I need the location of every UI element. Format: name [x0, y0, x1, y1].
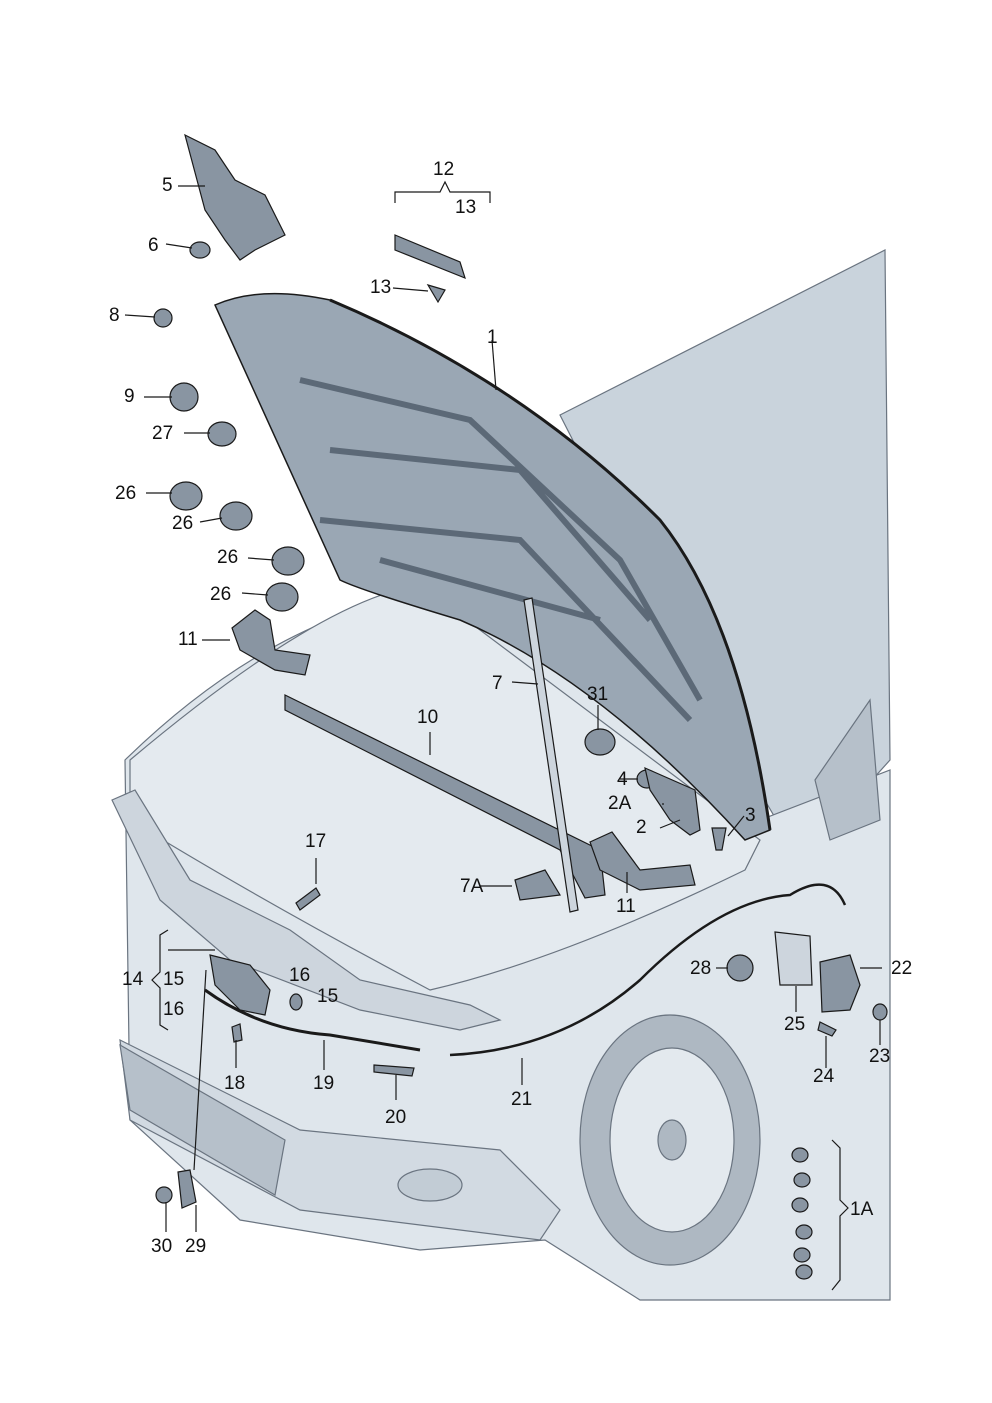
clip-part-18: [231, 1023, 243, 1043]
bolt-part-24: [817, 1021, 837, 1037]
callout-16-left: 16: [163, 999, 185, 1020]
cable-part-19: [204, 988, 421, 1052]
callout-31: 31: [587, 684, 609, 705]
fasteners-part-1A: [791, 1147, 813, 1280]
grommet-part-28: [726, 954, 754, 982]
grommet-part-31: [584, 728, 616, 756]
callout-18: 18: [224, 1073, 246, 1094]
callout-17: 17: [305, 831, 327, 852]
callout-1A: 1A: [850, 1199, 874, 1220]
hinge-part-2: [644, 766, 701, 836]
callout-4: 4: [617, 769, 628, 790]
callout-23: 23: [869, 1046, 891, 1067]
lock-carrier: [111, 789, 502, 1031]
callout-16-right: 16: [289, 965, 311, 986]
bonnet-rib-pattern: [299, 377, 703, 723]
callout-21: 21: [511, 1089, 533, 1110]
bonnet: [214, 292, 772, 841]
cover-part-12: [394, 234, 466, 280]
brace-14: [151, 929, 169, 1031]
callout-30: 30: [151, 1236, 173, 1257]
callout-7: 7: [492, 673, 503, 694]
bracket-part-11-left: [231, 609, 311, 676]
callout-13-top: 13: [455, 197, 477, 218]
callout-9: 9: [124, 386, 135, 407]
callout-11-left: 11: [178, 629, 198, 650]
grille: [119, 1043, 286, 1196]
cable-part-21: [449, 883, 847, 1057]
callout-1: 1: [487, 327, 498, 348]
callout-27: 27: [152, 423, 174, 444]
hinge-part-5: [184, 133, 286, 261]
callout-26-d: 26: [210, 584, 232, 605]
brace-12-13: [394, 180, 491, 203]
callout-15-right: 15: [317, 986, 339, 1007]
nut-part-6: [189, 241, 211, 259]
bolt-part-3: [711, 827, 727, 851]
fog-lamp: [397, 1168, 463, 1202]
clip-part-23: [872, 1003, 888, 1021]
callout-20: 20: [385, 1107, 407, 1128]
callout-15-left: 15: [163, 969, 185, 990]
bracket-part-11-right: [589, 831, 696, 891]
parts: [153, 133, 888, 1280]
callout-26-a: 26: [115, 483, 137, 504]
lever-part-22: [819, 954, 861, 1013]
callout-14: 14: [122, 969, 144, 990]
lock-part-15: [209, 954, 271, 1016]
buffer-part-9: [169, 382, 199, 412]
leader-lines: [124, 180, 882, 1291]
callout-13-clip: 13: [370, 277, 392, 298]
callout-3: 3: [745, 805, 756, 826]
callout-26-b: 26: [172, 513, 194, 534]
wheel-hub: [657, 1119, 687, 1161]
handle-part-20: [373, 1064, 415, 1077]
grommet-part-26d: [265, 582, 299, 612]
grommet-part-26a: [169, 481, 203, 511]
callout-7A: 7A: [460, 876, 484, 897]
callout-5: 5: [162, 175, 173, 196]
plug-part-27: [207, 421, 237, 447]
callout-29: 29: [185, 1236, 207, 1257]
callout-26-c: 26: [217, 547, 239, 568]
side-mirror: [814, 698, 881, 841]
callout-28: 28: [690, 958, 712, 979]
bonnet-edge: [329, 298, 772, 831]
bracket-part-29: [177, 1169, 197, 1209]
grommet-part-26b: [219, 501, 253, 531]
callout-11-right: 11: [616, 896, 636, 917]
callout-25: 25: [784, 1014, 806, 1035]
callout-22: 22: [891, 958, 913, 979]
grommet-part-26c: [271, 546, 305, 576]
clip-part-13: [426, 283, 446, 304]
nut-part-16: [289, 993, 303, 1011]
nut-part-30: [155, 1186, 173, 1204]
callout-2: 2: [636, 817, 647, 838]
callout-2A: 2A: [608, 793, 632, 814]
callout-8: 8: [109, 305, 120, 326]
bolt-part-17: [295, 887, 321, 911]
gas-strut-part-7: [523, 597, 579, 913]
callout-24: 24: [813, 1066, 835, 1087]
bracket-part-25: [774, 931, 813, 986]
callout-12: 12: [433, 159, 455, 180]
callout-19: 19: [313, 1073, 335, 1094]
ball-stud-part-7A: [514, 869, 561, 901]
callout-6: 6: [148, 235, 159, 256]
callout-10: 10: [417, 707, 439, 728]
brace-1A: [831, 1139, 849, 1291]
bumper-part-8: [153, 308, 173, 328]
